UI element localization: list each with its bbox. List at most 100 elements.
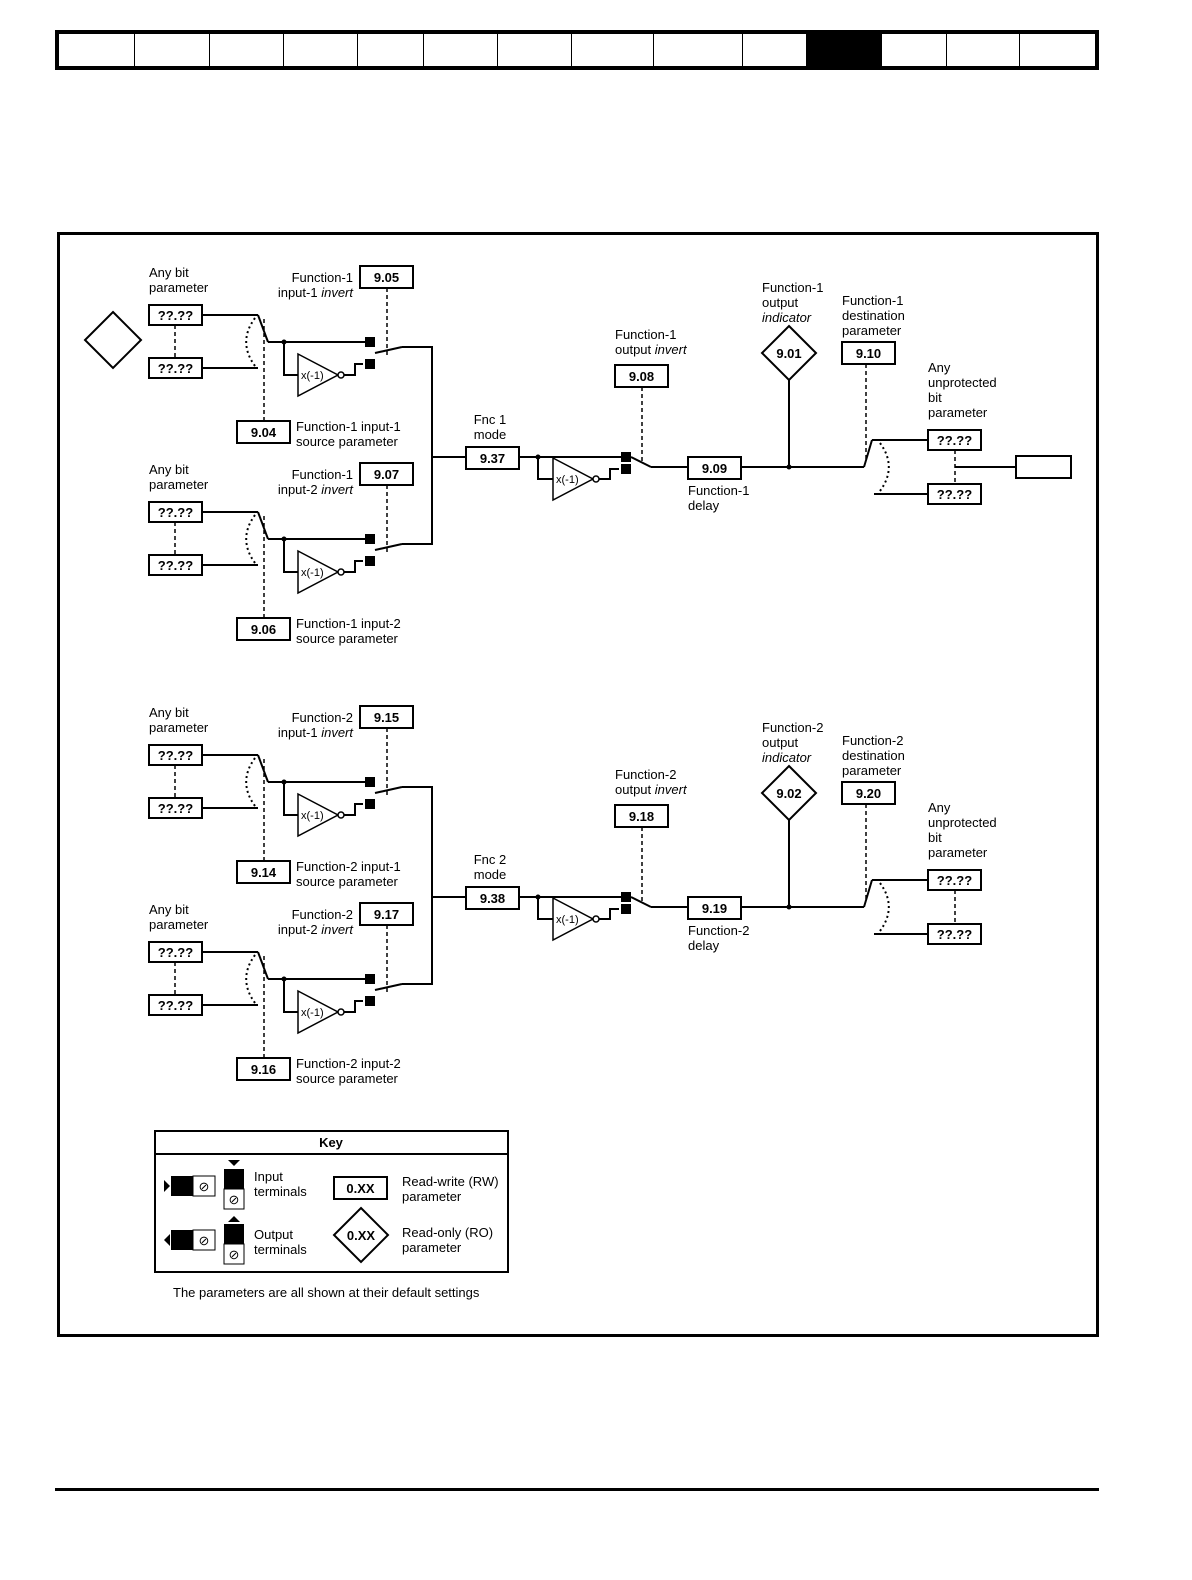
any-unprotected-label: bit	[928, 390, 942, 405]
switch-blade	[374, 786, 403, 794]
header-tab[interactable]	[882, 34, 948, 66]
any-bit-parameter-label: Any bit	[149, 462, 189, 477]
key-rw-box	[333, 1176, 388, 1200]
header-tab[interactable]	[284, 34, 358, 66]
key-note: The parameters are all shown at their de…	[173, 1285, 480, 1300]
switch-terminal-1-label: 1	[623, 904, 629, 916]
source-select-param-box-value: 9.14	[251, 865, 277, 880]
source-select-param-box	[236, 617, 291, 641]
header-tab[interactable]	[210, 34, 285, 66]
output-invert-label: output invert	[615, 782, 688, 797]
header-tab[interactable]	[424, 34, 498, 66]
page-header-tabs	[55, 30, 1099, 70]
switch-terminal-1-label: 1	[367, 556, 373, 568]
invert-label: Function-2	[292, 710, 353, 725]
indicator-label: Function-1	[762, 280, 823, 295]
mode-param-box-value: 9.38	[480, 891, 505, 906]
destination-target-box	[927, 483, 982, 505]
source-param-box-value: ??.??	[158, 945, 193, 960]
header-tab[interactable]	[743, 34, 808, 66]
indicator-label: output	[762, 735, 799, 750]
source-select-param-box-value: 9.04	[251, 425, 277, 440]
indicator-label: indicator	[762, 310, 812, 325]
input-terminal-v-x-label: X	[230, 1172, 239, 1187]
key-rw-label: parameter	[402, 1189, 462, 1204]
wire	[344, 363, 363, 376]
switch-terminal-1	[365, 556, 375, 566]
destination-target-box-value: ??.??	[937, 487, 972, 502]
key-rw-label: Read-write (RW)	[402, 1174, 499, 1189]
source-select-param-box	[236, 1057, 291, 1081]
indicator-label: indicator	[762, 750, 812, 765]
source-param-label: source parameter	[296, 434, 399, 449]
selector-switch	[257, 314, 269, 343]
switch-terminal-0-label: 0	[623, 452, 629, 464]
wire	[537, 457, 553, 480]
input-terminal-h-x	[171, 1176, 193, 1196]
source-param-box-value: ??.??	[158, 558, 193, 573]
switch-terminal-0-label: 0	[367, 777, 373, 789]
source-param-box-value: ??.??	[158, 505, 193, 520]
switch-terminal-1-label: 1	[367, 996, 373, 1008]
key-ro-label: parameter	[402, 1240, 462, 1255]
source-param-label: source parameter	[296, 631, 399, 646]
header-tab[interactable]	[572, 34, 655, 66]
key-rw-box-value: 0.XX	[346, 1181, 375, 1196]
inverter-block-label: x(-1)	[301, 810, 324, 822]
indicator-diamond-value: 9.01	[776, 346, 801, 361]
selector-switch	[257, 754, 269, 783]
header-tab[interactable]	[947, 34, 1020, 66]
invert-label: Function-1	[292, 467, 353, 482]
wire	[283, 342, 298, 376]
destination-switch	[863, 879, 873, 908]
any-bit-parameter-label: parameter	[149, 280, 209, 295]
destination-target-box-value: ??.??	[937, 873, 972, 888]
selector-arc	[245, 954, 256, 1004]
output-invert-param-box-value: 9.18	[629, 809, 654, 824]
header-tab[interactable]	[807, 34, 882, 66]
invert-label: input-1 invert	[278, 285, 355, 300]
any-bit-parameter-label: parameter	[149, 720, 209, 735]
input-terminals-label: Input	[254, 1169, 283, 1184]
wire	[283, 539, 298, 573]
destination-label: destination	[842, 748, 905, 763]
switch-blade	[374, 983, 403, 991]
inverter-block-bubble	[337, 371, 345, 379]
inverter-block-label: x(-1)	[301, 1007, 324, 1019]
invert-label: input-2 invert	[278, 922, 355, 937]
inverter-block-label: x(-1)	[301, 567, 324, 579]
output-invert-label: output invert	[615, 342, 688, 357]
output-inverter-block	[552, 456, 595, 502]
any-bit-parameter-label: Any bit	[149, 705, 189, 720]
invert-param-box-value: 9.07	[374, 467, 399, 482]
output-terminal-h-x	[171, 1230, 193, 1250]
wire	[283, 979, 298, 1013]
header-tab[interactable]	[59, 34, 136, 66]
switch-blade	[630, 456, 652, 468]
inverter-block-label: x(-1)	[301, 370, 324, 382]
output-arrow-icon	[228, 1216, 240, 1222]
destination-param-box	[841, 781, 896, 805]
header-tab[interactable]	[358, 34, 425, 66]
destination-target-box-value: ??.??	[937, 433, 972, 448]
key-ro-diamond-value: 0.XX	[347, 1228, 376, 1243]
header-tab[interactable]	[135, 34, 210, 66]
output-invert-label: Function-1	[615, 327, 676, 342]
wire	[344, 560, 363, 573]
invert-label: input-2 invert	[278, 482, 355, 497]
output-inverter-block	[552, 896, 595, 942]
output-invert-param-box-value: 9.08	[629, 369, 654, 384]
header-tab[interactable]	[498, 34, 573, 66]
output-terminal-h-x-label: X	[178, 1233, 187, 1248]
mode-label: Fnc 2	[474, 852, 507, 867]
header-tab[interactable]	[654, 34, 743, 66]
switch-terminal-0	[365, 777, 375, 787]
indicator-diamond	[760, 764, 818, 822]
source-param-label: Function-2 input-1	[296, 859, 401, 874]
switch-terminal-1-label: 1	[367, 359, 373, 371]
key-ro-label: Read-only (RO)	[402, 1225, 493, 1240]
delay-param-box-value: 9.19	[702, 901, 727, 916]
source-select-param-box-value: 9.16	[251, 1062, 276, 1077]
output-destination-box	[1015, 455, 1072, 479]
